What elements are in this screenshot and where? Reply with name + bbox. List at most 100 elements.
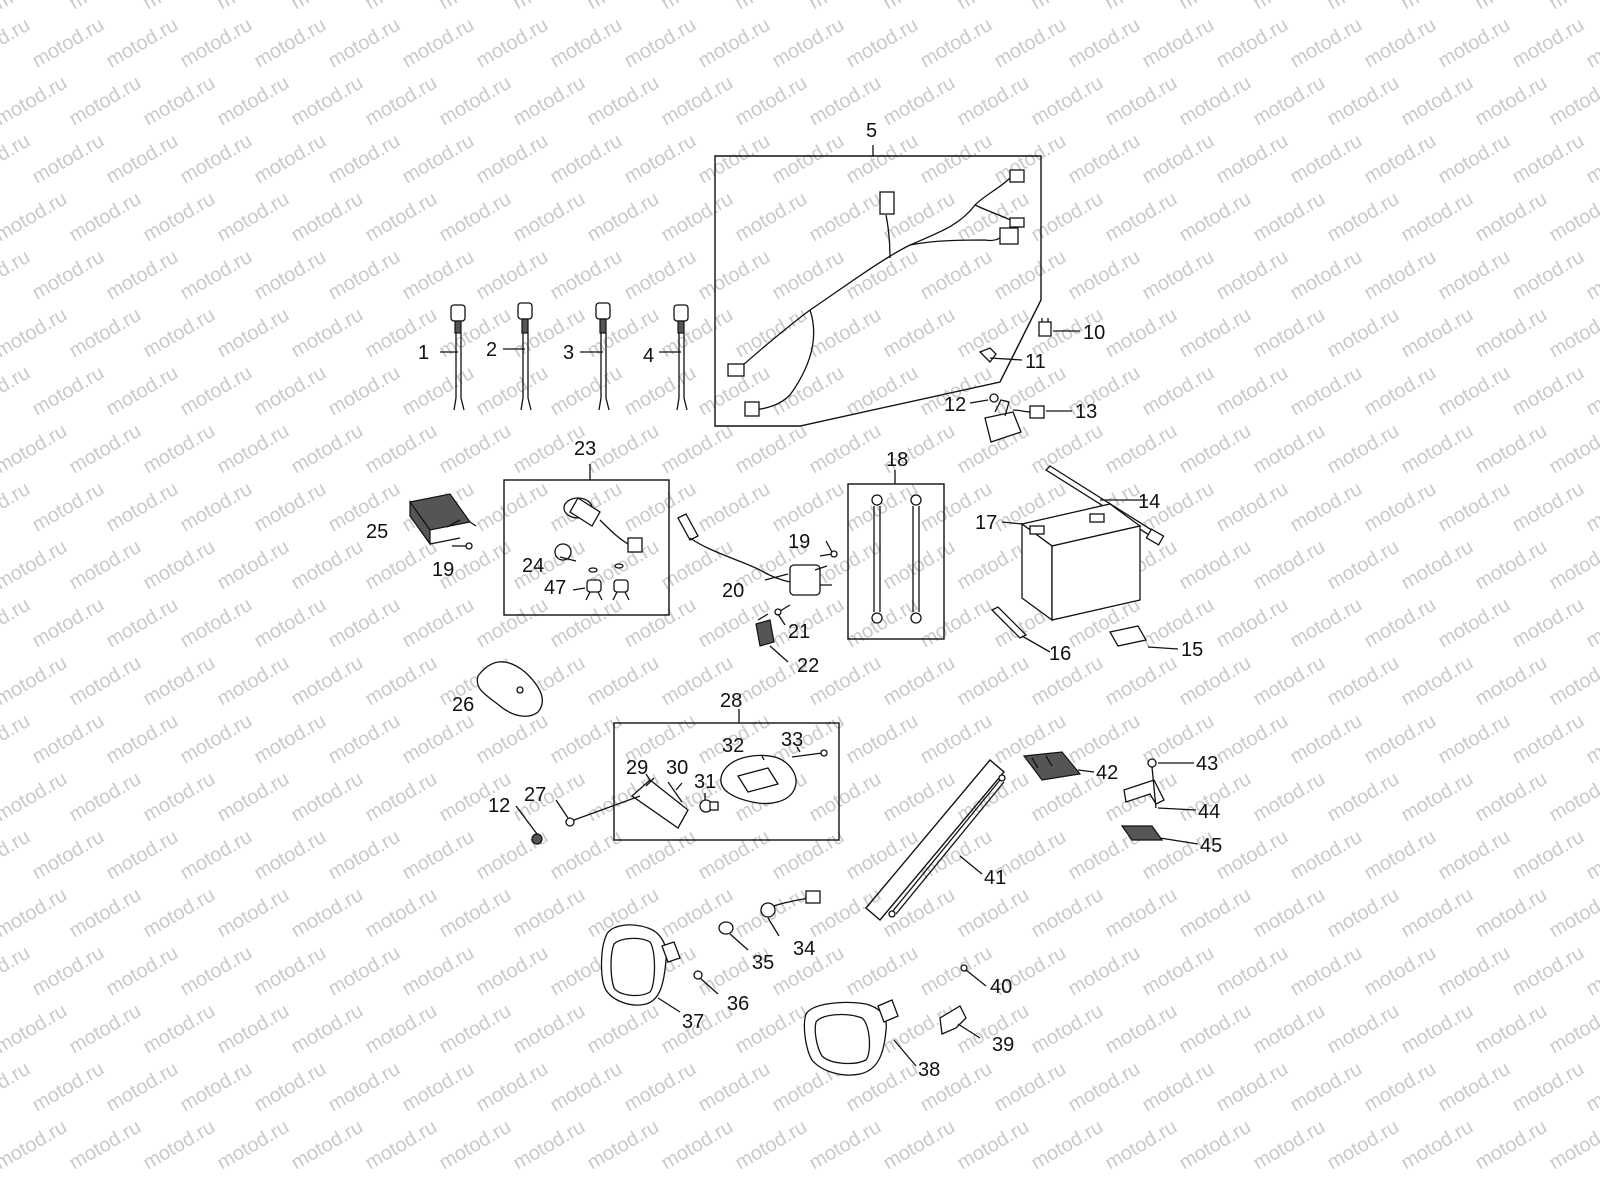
watermark-text: motod.ru: [621, 130, 700, 189]
watermark-text: motod.ru: [1102, 304, 1181, 363]
watermark-text: motod.ru: [1509, 942, 1588, 1001]
watermark-text: motod.ru: [436, 1000, 515, 1059]
watermark-text: motod.ru: [1287, 826, 1366, 885]
watermark-text: motod.ru: [695, 826, 774, 885]
watermark-text: motod.ru: [325, 362, 404, 421]
watermark-text: motod.ru: [843, 246, 922, 305]
watermark-text: motod.ru: [806, 304, 885, 363]
watermark-text: motod.ru: [1546, 188, 1600, 247]
watermark-text: motod.ru: [399, 130, 478, 189]
callout-33: 33: [781, 729, 803, 751]
watermark-text: motod.ru: [325, 594, 404, 653]
watermark-text: motod.ru: [436, 420, 515, 479]
watermark-text: motod.ru: [214, 420, 293, 479]
watermark-text: motod.ru: [954, 652, 1033, 711]
watermark-text: motod.ru: [473, 130, 552, 189]
watermark-text: motod.ru: [769, 362, 848, 421]
part-36-screw: [693, 970, 703, 980]
watermark-text: motod.ru: [1324, 536, 1403, 595]
watermark-text: motod.ru: [1287, 14, 1366, 73]
watermark-text: motod.ru: [1287, 710, 1366, 769]
watermark-text: motod.ru: [695, 478, 774, 537]
watermark-text: motod.ru: [399, 362, 478, 421]
watermark-text: motod.ru: [584, 188, 663, 247]
watermark-text: motod.ru: [510, 0, 589, 14]
watermark-text: motod.ru: [1472, 0, 1551, 14]
callout-40: 40: [990, 976, 1012, 998]
watermark-text: motod.ru: [1028, 0, 1107, 14]
watermark-text: motod.ru: [1398, 768, 1477, 827]
watermark-text: motod.ru: [66, 1000, 145, 1059]
watermark-text: motod.ru: [0, 130, 34, 189]
watermark-text: motod.ru: [399, 710, 478, 769]
watermark-text: motod.ru: [769, 478, 848, 537]
watermark-text: motod.ru: [1324, 768, 1403, 827]
watermark-text: motod.ru: [1287, 1058, 1366, 1117]
callout-26: 26: [452, 694, 474, 716]
callout-43: 43: [1196, 753, 1218, 775]
watermark-text: motod.ru: [214, 0, 293, 14]
watermark-text: motod.ru: [991, 246, 1070, 305]
watermark-text: motod.ru: [843, 710, 922, 769]
watermark-text: motod.ru: [325, 710, 404, 769]
watermark-text: motod.ru: [0, 0, 71, 14]
watermark-text: motod.ru: [251, 130, 330, 189]
watermark-text: motod.ru: [658, 304, 737, 363]
callout-15: 15: [1181, 639, 1203, 661]
watermark-text: motod.ru: [1176, 420, 1255, 479]
watermark-text: motod.ru: [29, 826, 108, 885]
watermark-text: motod.ru: [1139, 14, 1218, 73]
watermark-text: motod.ru: [0, 304, 71, 363]
watermark-text: motod.ru: [140, 1116, 219, 1175]
watermark-text: motod.ru: [1361, 826, 1440, 885]
watermark-text: motod.ru: [362, 72, 441, 131]
watermark-text: motod.ru: [399, 594, 478, 653]
watermark-text: motod.ru: [325, 1058, 404, 1117]
callout-10: 10: [1083, 322, 1105, 344]
watermark-text: motod.ru: [399, 942, 478, 1001]
watermark-text: motod.ru: [0, 188, 71, 247]
watermark-text: motod.ru: [547, 594, 626, 653]
watermark-text: motod.ru: [140, 884, 219, 943]
watermark-text: motod.ru: [0, 942, 34, 1001]
part-42-cdi-unit: [1022, 751, 1082, 781]
watermark-text: motod.ru: [251, 362, 330, 421]
callout-34: 34: [793, 938, 815, 960]
watermark-text: motod.ru: [1509, 826, 1588, 885]
watermark-text: motod.ru: [0, 14, 34, 73]
watermark-text: motod.ru: [103, 14, 182, 73]
watermark-text: motod.ru: [1102, 1000, 1181, 1059]
watermark-text: motod.ru: [177, 594, 256, 653]
part-27-washer: [565, 795, 641, 827]
watermark-text: motod.ru: [1139, 594, 1218, 653]
watermark-text: motod.ru: [1361, 1058, 1440, 1117]
watermark-text: motod.ru: [288, 768, 367, 827]
watermark-text: motod.ru: [732, 304, 811, 363]
callout-25: 25: [366, 521, 388, 543]
watermark-text: motod.ru: [1546, 652, 1600, 711]
watermark-text: motod.ru: [362, 0, 441, 14]
watermark-text: motod.ru: [214, 768, 293, 827]
watermark-text: motod.ru: [1213, 942, 1292, 1001]
watermark-text: motod.ru: [362, 1116, 441, 1175]
watermark-text: motod.ru: [769, 130, 848, 189]
watermark-text: motod.ru: [1176, 1116, 1255, 1175]
callout-17: 17: [975, 512, 997, 534]
watermark-text: motod.ru: [1028, 1000, 1107, 1059]
watermark-text: motod.ru: [288, 1000, 367, 1059]
watermark-text: motod.ru: [1028, 884, 1107, 943]
callout-28: 28: [720, 690, 742, 712]
watermark-text: motod.ru: [1139, 246, 1218, 305]
callout-11: 11: [1025, 351, 1046, 373]
watermark-text: motod.ru: [991, 1058, 1070, 1117]
group-box-28-tail-light: [613, 722, 840, 841]
watermark-text: motod.ru: [288, 0, 367, 14]
callout-1: 1: [418, 342, 429, 364]
watermark-text: motod.ru: [1102, 0, 1181, 14]
watermark-text: motod.ru: [880, 72, 959, 131]
watermark-text: motod.ru: [584, 1116, 663, 1175]
watermark-text: motod.ru: [880, 768, 959, 827]
watermark-text: motod.ru: [0, 478, 34, 537]
watermark-text: motod.ru: [1287, 130, 1366, 189]
watermark-text: motod.ru: [806, 1116, 885, 1175]
